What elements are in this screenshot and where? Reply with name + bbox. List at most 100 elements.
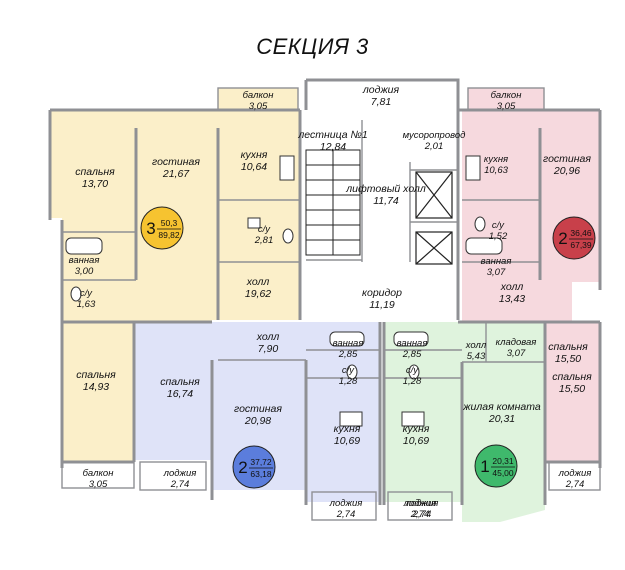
room-area: 7,81 [371,96,391,108]
room-area: 2,74 [412,509,432,520]
room-area: 10,69 [403,435,429,447]
room-name: кухня [334,423,361,435]
room-area: 3,07 [507,348,526,359]
room-label: с/у2,81 [254,224,274,246]
badge-rooms: 2 [558,229,567,248]
room-name: с/у [342,365,355,376]
zone-apt3-balcony [218,88,298,112]
room-name: холл [246,276,270,288]
room-name: балкон [243,90,275,101]
stairwell [305,149,361,256]
room-area: 2,74 [410,509,430,520]
room-label: с/у1,63 [77,288,96,310]
room-area: 2,01 [424,141,444,152]
room-name: с/у [80,288,93,299]
elevator-shafts [415,171,453,265]
room-name: жилая комната [462,401,541,413]
room-area: 2,85 [338,349,358,360]
room-area: 11,74 [373,195,399,207]
plan-title: СЕКЦИЯ 3 [256,34,369,59]
badge-total-area: 89,82 [158,230,180,240]
room-name: гостиная [234,403,282,415]
room-name: с/у [492,220,505,231]
room-area: 13,43 [499,293,525,305]
room-area: 5,43 [467,351,486,362]
room-area: 10,63 [484,165,508,176]
room-name: кухня [484,154,508,165]
room-area: 3,05 [497,101,516,112]
room-name: мусоропровод [403,130,466,141]
room-area: 11,19 [369,299,395,311]
room-name: лоджия [558,468,592,479]
interior-walls [62,120,545,379]
room-name: балкон [491,90,523,101]
room-area: 13,70 [82,178,108,190]
room-name: спальня [548,341,588,353]
room-area: 10,64 [241,161,267,173]
room-area: 15,50 [559,383,585,395]
badge-living-area: 36,46 [570,228,592,238]
room-name: холл [465,340,487,351]
badge-living-area: 50,3 [161,218,178,228]
room-area: 7,90 [258,343,279,355]
badge-circle [552,216,596,260]
room-area: 20,98 [244,415,271,427]
room-name: лоджия [163,468,197,479]
balconies [61,87,601,521]
room-name: лоджия [362,84,400,96]
room-area: 2,74 [170,479,190,490]
badge-circle [232,445,276,489]
room-name: лоджия [403,498,437,509]
room-name: ванная [69,255,100,266]
room-area: 3,07 [487,267,506,278]
room-name: ванная [333,338,364,349]
badge-living-area: 20,31 [492,456,514,466]
badge-circle [474,444,518,488]
badge-living-area: 37,72 [250,457,272,467]
room-area: 15,50 [555,353,581,365]
room-name: коридор [362,287,402,299]
room-name: с/у [406,365,419,376]
room-name: спальня [75,166,115,178]
room-label: с/у1,52 [489,220,508,242]
badge-rooms: 1 [480,457,489,476]
badge-rooms: 2 [238,458,247,477]
badge-total-area: 67,39 [570,240,592,250]
room-labels: спальня13,70гостиная21,67кухня10,64балко… [69,84,593,520]
room-area: 1,28 [403,376,422,387]
room-name: кухня [241,149,268,161]
room-name: спальня [160,376,200,388]
room-area: 20,31 [488,413,515,425]
zone-apt2r-bedroom [545,322,600,462]
room-area: 1,63 [77,299,96,310]
fixtures [65,155,503,427]
zone-apt2l [134,322,380,502]
room-name: холл [500,281,524,293]
